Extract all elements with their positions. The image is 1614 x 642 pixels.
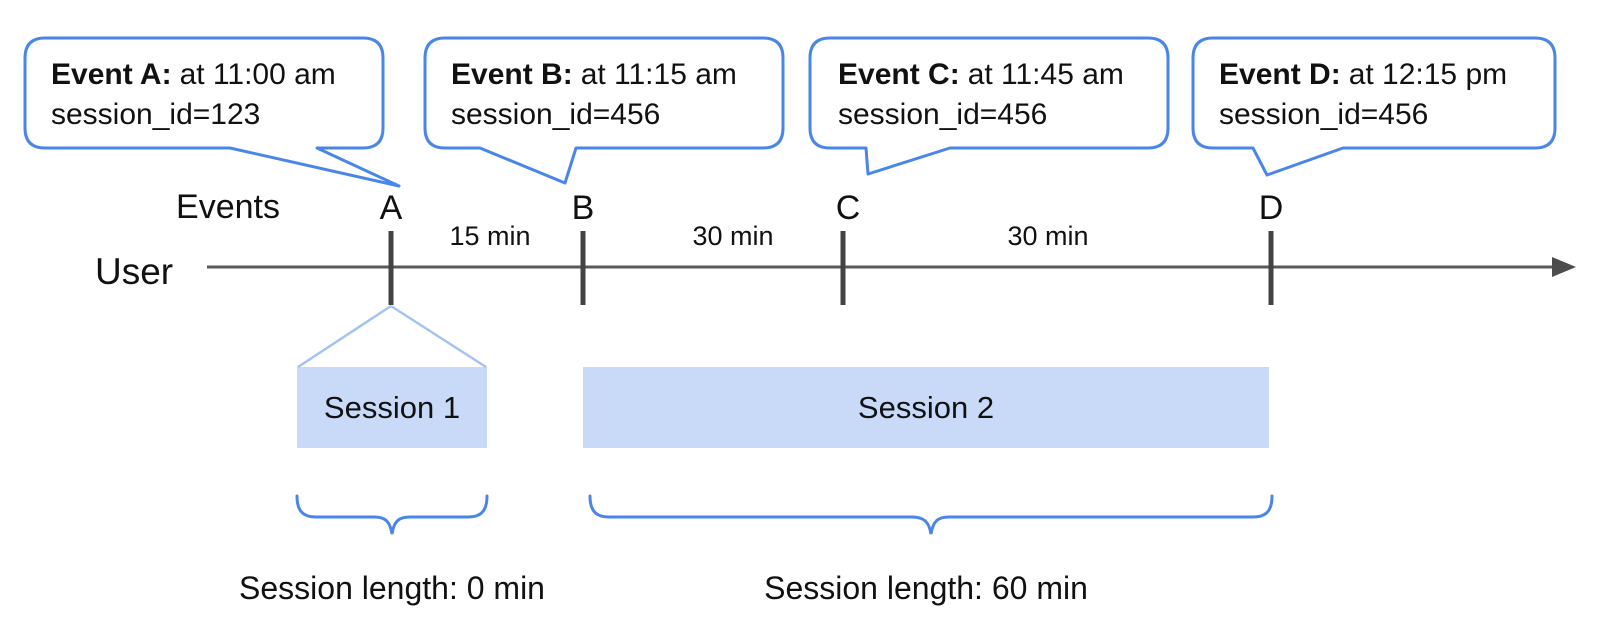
bubble-c-text: Event C:at 11:45 am session_id=456 [838, 55, 1124, 135]
event-letter-a: A [379, 189, 403, 227]
interval-label-bc: 30 min [692, 221, 774, 251]
bubble-b-text: Event B:at 11:15 am session_id=456 [451, 55, 737, 135]
session-1-brace [295, 494, 489, 535]
bubble-c-detail: session_id=456 [838, 98, 1048, 131]
user-row-label: User [95, 251, 174, 292]
bubble-b-line1: Event B:at 11:15 am [451, 55, 737, 95]
bubble-d-title: Event D: [1219, 58, 1341, 91]
bubble-a-text: Event A:at 11:00 am session_id=123 [51, 55, 336, 135]
bubble-b-title: Event B: [451, 58, 573, 91]
bubble-d-detail: session_id=456 [1219, 98, 1429, 131]
bubble-c-time: at 11:45 am [967, 58, 1124, 91]
bubble-d-text: Event D:at 12:15 pm session_id=456 [1219, 55, 1507, 135]
event-letter-d: D [1258, 189, 1284, 227]
bubble-c-title: Event C: [838, 58, 960, 91]
session-1-box: Session 1 [297, 367, 487, 448]
bubble-a-time: at 11:00 am [179, 58, 336, 91]
bubble-a-line1: Event A:at 11:00 am [51, 55, 336, 95]
bubble-a-detail: session_id=123 [51, 98, 261, 131]
interval-label-ab: 15 min [449, 221, 531, 251]
event-letter-b: B [571, 189, 595, 227]
bubble-b-detail: session_id=456 [451, 98, 661, 131]
bubble-c-line1: Event C:at 11:45 am [838, 55, 1124, 95]
bubble-b-time: at 11:15 am [580, 58, 737, 91]
session-1-length-label: Session length: 0 min [239, 570, 545, 606]
bubble-d-time: at 12:15 pm [1348, 58, 1508, 91]
bubble-d-line1: Event D:at 12:15 pm [1219, 55, 1507, 95]
session-2-length-label: Session length: 60 min [764, 570, 1088, 606]
funnel-line-right [390, 304, 487, 369]
session-2-brace [588, 494, 1274, 535]
funnel-line-left [297, 304, 392, 369]
bubble-a-title: Event A: [51, 58, 172, 91]
events-row-label: Events [176, 188, 280, 226]
session-2-label: Session 2 [857, 389, 995, 425]
session-1-label: Session 1 [323, 389, 461, 425]
interval-label-cd: 30 min [1007, 221, 1089, 251]
event-letter-c: C [835, 189, 861, 227]
timeline-arrowhead-icon [1552, 257, 1576, 277]
session-2-box: Session 2 [583, 367, 1269, 448]
